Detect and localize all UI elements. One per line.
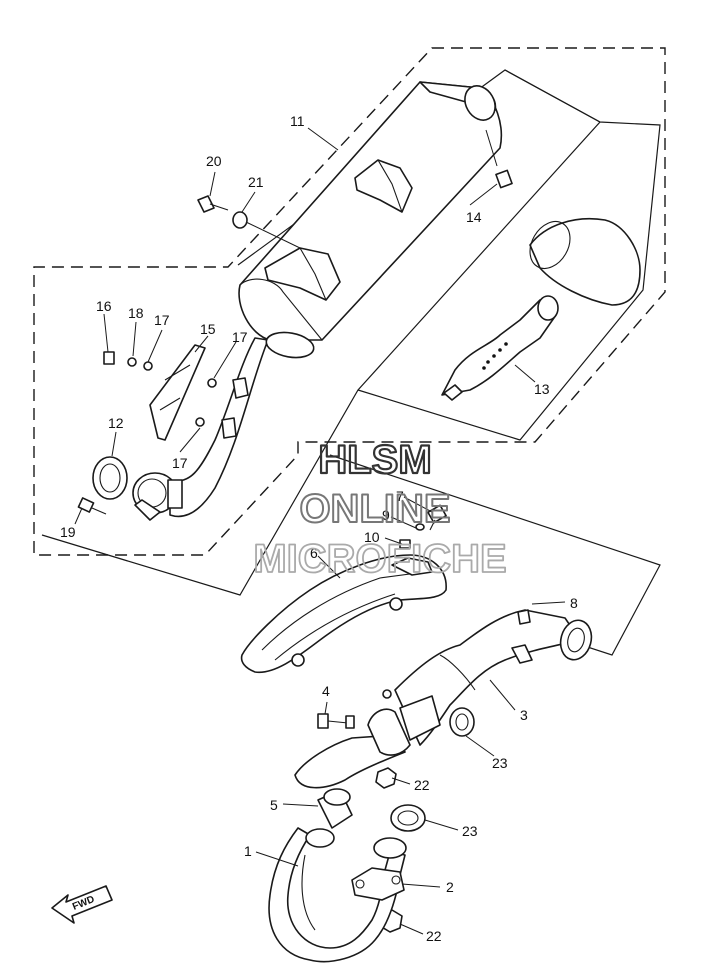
callout-23-upper: 23 [492, 755, 508, 771]
bolt-19 [77, 497, 107, 515]
callout-7: 7 [396, 488, 404, 504]
callout-17-top: 17 [154, 312, 170, 328]
watermark-line1: HLSM [318, 438, 431, 482]
callout-labels: 11 20 21 14 13 16 18 17 15 17 17 12 19 7… [60, 113, 578, 944]
bolt-7 [427, 504, 447, 531]
heat-protector-15 [149, 344, 206, 441]
callout-1: 1 [244, 843, 252, 859]
header-protector-6 [240, 554, 447, 673]
fwd-arrow-icon: FWD [51, 885, 113, 924]
callout-11: 11 [290, 113, 305, 129]
gasket-23-upper [449, 707, 475, 737]
callout-22-upper: 22 [414, 777, 430, 793]
callout-5: 5 [270, 797, 278, 813]
screw-14 [485, 129, 513, 189]
leader-lines [74, 127, 566, 935]
callout-4: 4 [322, 683, 330, 699]
callout-13: 13 [534, 381, 550, 397]
callout-17-bottom: 17 [172, 455, 188, 471]
flange-2 [351, 867, 405, 901]
end-cap [529, 217, 641, 306]
callout-20: 20 [206, 153, 222, 169]
muffler-assembly-boundary [33, 47, 666, 556]
bolt-4 [317, 713, 355, 729]
silencer-group-outline [357, 69, 661, 441]
gasket-5 [317, 788, 353, 829]
collar-10 [399, 539, 411, 549]
callout-9: 9 [382, 507, 390, 523]
front-header-flange [294, 689, 441, 789]
callout-10: 10 [364, 529, 380, 545]
callout-22-lower: 22 [426, 928, 442, 944]
callout-23-lower: 23 [462, 823, 478, 839]
watermark-line2: ONLINE [299, 487, 450, 531]
callout-2: 2 [446, 879, 454, 895]
callout-15: 15 [200, 321, 216, 337]
silencer-insert-13 [441, 295, 559, 401]
exhaust-header-1 [268, 827, 407, 963]
bolt-20 [197, 195, 229, 213]
callout-17-mid: 17 [232, 329, 248, 345]
callout-19: 19 [60, 524, 76, 540]
callout-18: 18 [128, 305, 144, 321]
gasket-23-lower [390, 804, 426, 832]
exhaust-pipe-3 [394, 609, 593, 746]
callout-8: 8 [570, 595, 578, 611]
callout-21: 21 [248, 174, 264, 190]
nut-22-upper [375, 767, 397, 789]
washer-21 [232, 211, 301, 249]
muffler-body [169, 81, 503, 518]
fastener-set-16-18 [103, 351, 249, 439]
watermark-line3: MICROFICHE [253, 537, 506, 581]
callout-14: 14 [466, 209, 482, 225]
watermark: HLSM ONLINE MICROFICHE [252, 437, 507, 582]
washer-9 [415, 523, 425, 531]
callout-3: 3 [520, 707, 528, 723]
callout-12: 12 [108, 415, 124, 431]
gasket-12 [92, 456, 128, 500]
callout-16: 16 [96, 298, 112, 314]
callout-6: 6 [310, 545, 318, 561]
inlet-clamp [132, 472, 183, 521]
